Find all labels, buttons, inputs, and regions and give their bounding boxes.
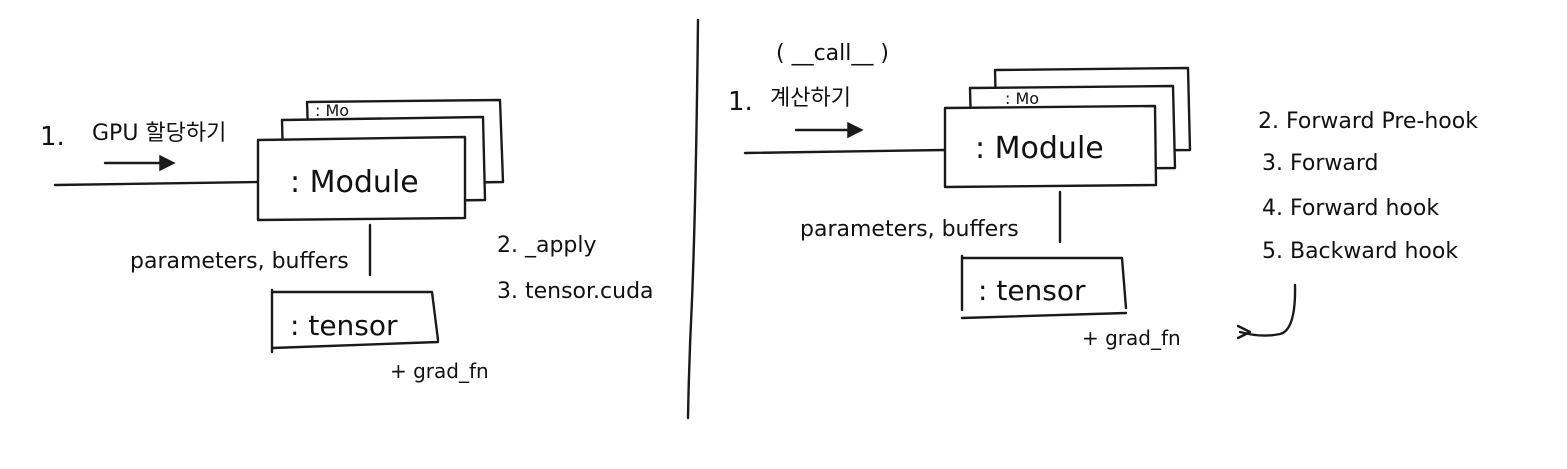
right-small-arrow: [794, 121, 864, 139]
right-step1-label: 계산하기: [770, 86, 851, 111]
backward-hook-arrowhead: [1236, 324, 1252, 340]
left-edge-label: parameters, buffers: [130, 249, 349, 274]
left-tensor-label: : tensor: [290, 309, 398, 342]
right-tensor-box: [960, 254, 1128, 320]
right-module-box: [943, 104, 1158, 189]
left-step1-label: GPU 할당하기: [92, 121, 226, 146]
right-edge-label: parameters, buffers: [800, 217, 1019, 242]
right-tensor-label: : tensor: [978, 274, 1086, 307]
left-tensor-box: [270, 288, 440, 354]
left-step-2: 2. _apply: [497, 233, 597, 258]
left-step1-number: 1.: [40, 122, 65, 152]
right-step-2: 2. Forward Pre-hook: [1258, 109, 1478, 134]
right-module-label: : Module: [975, 131, 1104, 166]
left-module-label: : Module: [290, 165, 419, 200]
right-step-5: 5. Backward hook: [1262, 239, 1458, 264]
right-grad-label: + grad_fn: [1082, 326, 1181, 350]
right-call-label: ( __call__ ): [776, 41, 889, 66]
left-module-box: [256, 135, 467, 222]
backward-hook-arrow: [1238, 283, 1297, 337]
left-input-line: [53, 180, 260, 187]
left-module-stack: : Mo : Module: [256, 98, 505, 222]
left-panel: 1. GPU 할당하기 : Mo : Module parameters, bu…: [40, 98, 654, 383]
right-ghost-label: : Mo: [1005, 89, 1039, 108]
right-panel: ( __call__ ) 1. 계산하기 : Mo : Module param…: [728, 41, 1478, 350]
right-step-4: 4. Forward hook: [1262, 196, 1439, 221]
panel-divider: [686, 18, 700, 420]
left-ghost-label: : Mo: [315, 101, 349, 120]
right-step-3: 3. Forward: [1262, 151, 1378, 176]
left-grad-label: + grad_fn: [390, 359, 489, 383]
right-step1-number: 1.: [728, 87, 753, 117]
right-module-stack: : Mo : Module: [943, 66, 1192, 189]
left-step-3: 3. tensor.cuda: [497, 279, 654, 304]
left-small-arrow: [103, 154, 176, 172]
right-input-line: [743, 148, 947, 155]
